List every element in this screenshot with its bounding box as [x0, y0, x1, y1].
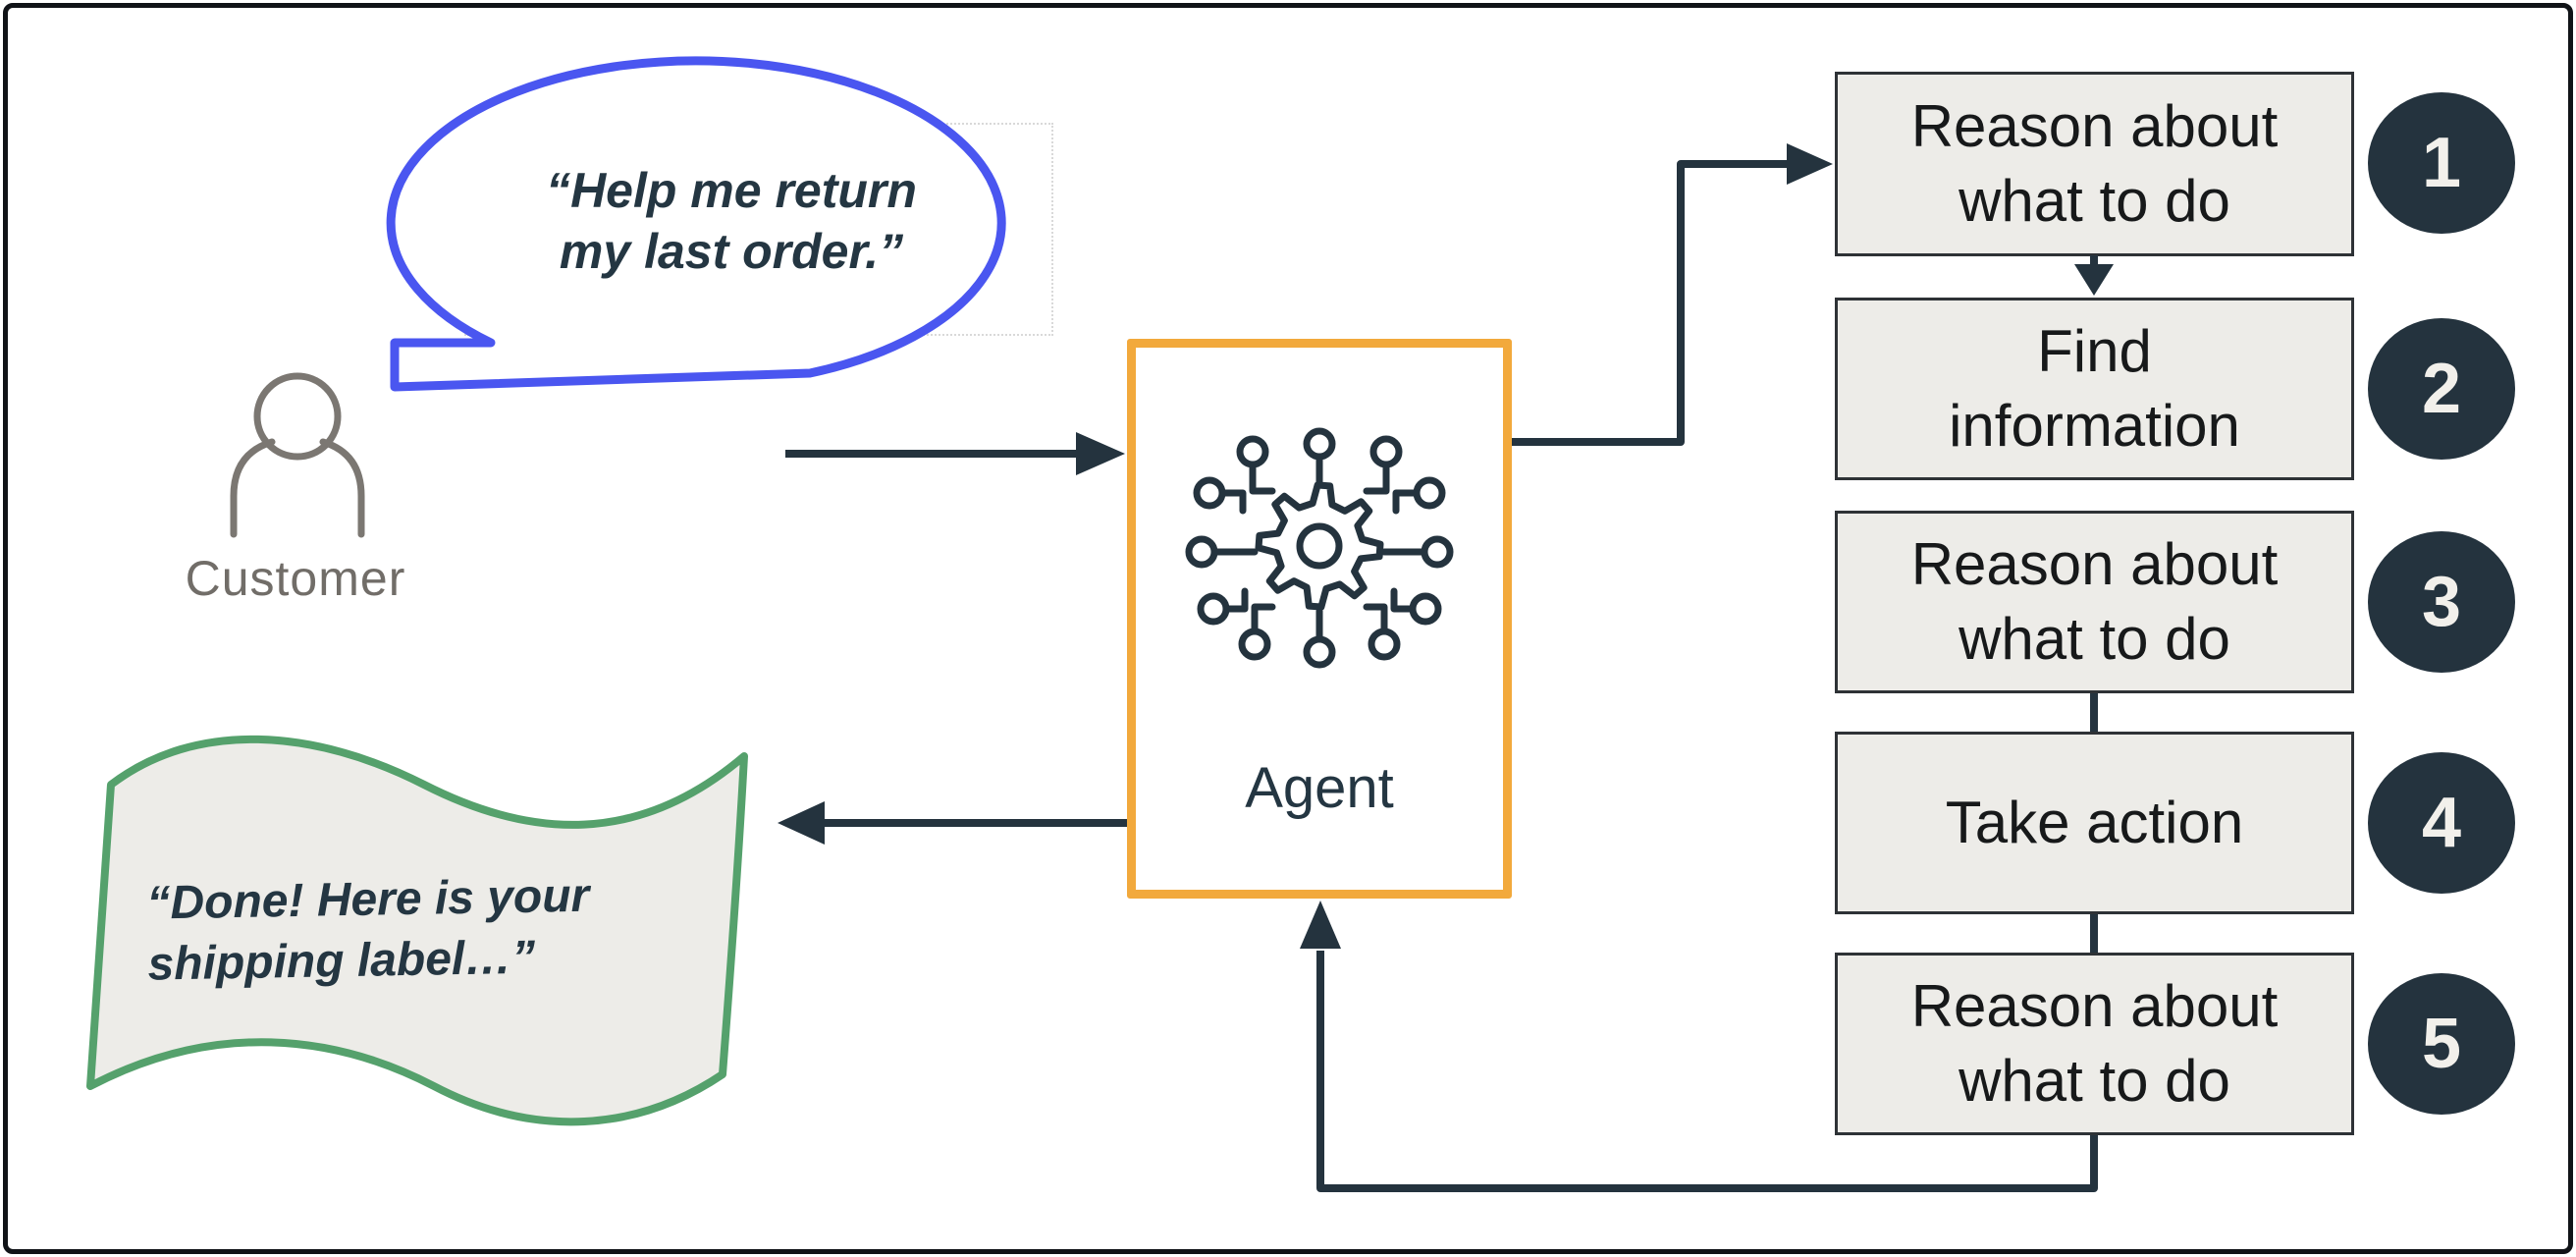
agent-label: Agent [1245, 756, 1394, 820]
speech-bubble-line-2: my last order.” [559, 224, 904, 279]
step-box-1: Reason about what to do [1835, 72, 2354, 256]
step-4-line-1: Take action [1945, 790, 2244, 855]
step-number-badge-3: 3 [2368, 531, 2515, 673]
outer-frame [3, 3, 2573, 1254]
speech-bubble-text: “Help me return my last order.” [437, 160, 1026, 282]
step-3-line-1: Reason about [1910, 531, 2279, 597]
step-1-line-1: Reason about [1910, 93, 2279, 159]
result-flag-text: “Done! Here is your shipping label…” [146, 862, 777, 995]
step-5-line-1: Reason about [1910, 973, 2279, 1039]
step-number-badge-4: 4 [2368, 752, 2515, 894]
step-box-2: Find information [1835, 298, 2354, 480]
step-5-line-2: what to do [1959, 1048, 2230, 1114]
result-flag-line-2: shipping label…” [147, 931, 536, 991]
customer-label: Customer [185, 551, 406, 606]
step-2-line-2: information [1949, 393, 2240, 459]
result-flag-line-1: “Done! Here is your [146, 869, 590, 930]
step-number-badge-5: 5 [2368, 973, 2515, 1115]
step-1-line-2: what to do [1959, 168, 2230, 234]
speech-bubble-line-1: “Help me return [546, 163, 917, 218]
step-box-5: Reason about what to do [1835, 953, 2354, 1135]
step-box-3: Reason about what to do [1835, 511, 2354, 693]
step-number-badge-2: 2 [2368, 318, 2515, 460]
step-number-badge-1: 1 [2368, 92, 2515, 234]
step-2-line-1: Find [2037, 318, 2152, 384]
step-3-line-2: what to do [1959, 606, 2230, 672]
step-box-4: Take action [1835, 732, 2354, 914]
